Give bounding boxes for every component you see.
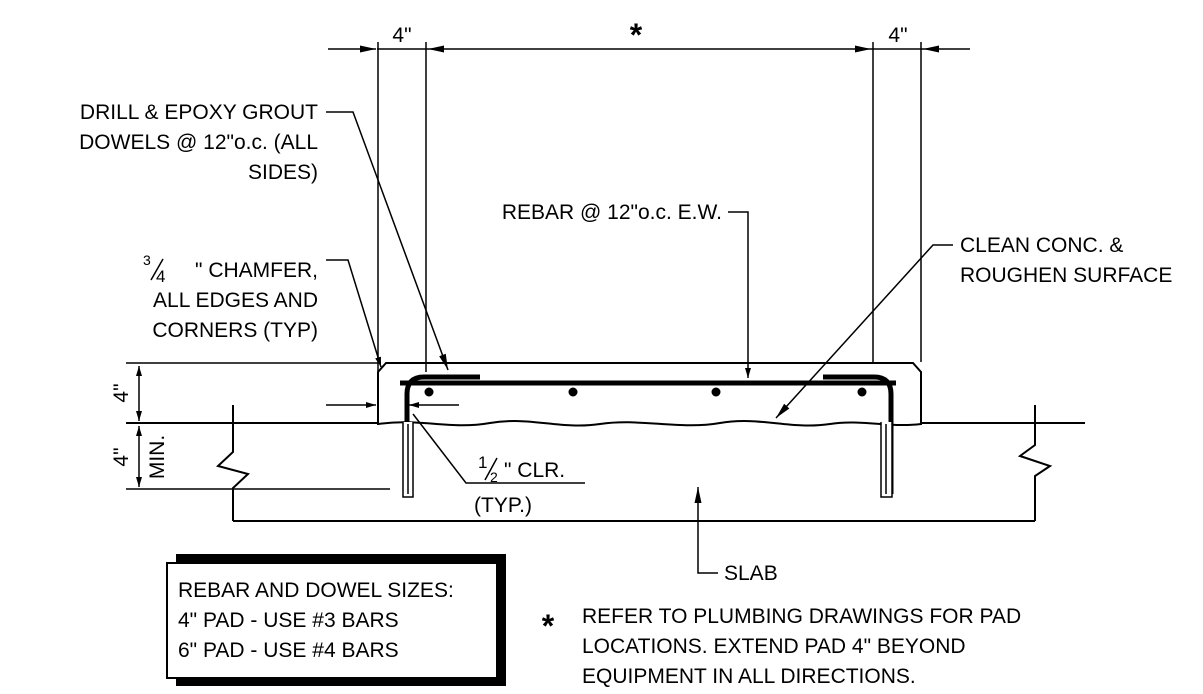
surface-line-1: CLEAN CONC. & — [960, 234, 1123, 257]
dim-slab-min: 4" — [110, 447, 133, 466]
surface-line-2: ROUGHEN SURFACE — [960, 264, 1172, 287]
callout-surface: CLEAN CONC. & ROUGHEN SURFACE — [775, 234, 1172, 419]
clr-frac-num: 1 — [478, 453, 487, 472]
top-dimension: 4" * 4" — [328, 17, 970, 372]
note-line-2: LOCATIONS. EXTEND PAD 4" BEYOND — [582, 635, 966, 658]
concrete-pad — [377, 362, 922, 425]
dim-center-asterisk: * — [630, 17, 643, 53]
callout-chamfer: 3 4 " CHAMFER, ALL EDGES AND CORNERS (TY… — [143, 252, 382, 368]
chamfer-line-1: " CHAMFER, — [195, 259, 318, 282]
dim-left-width: 4" — [392, 24, 411, 47]
vertical-dimensions: 4" 4" MIN. — [110, 362, 390, 490]
general-note: * REFER TO PLUMBING DRAWINGS FOR PAD LOC… — [542, 605, 1021, 688]
sizes-line-3: 6" PAD - USE #4 BARS — [178, 639, 399, 662]
reinforcing — [400, 374, 896, 498]
chamfer-frac-den: 4 — [156, 267, 165, 286]
dim-pad-thickness: 4" — [110, 383, 133, 402]
dowels-line-1: DRILL & EPOXY GROUT — [80, 101, 318, 124]
callout-clearance: 1 2 " CLR. (TYP.) — [326, 402, 585, 517]
note-line-3: EQUIPMENT IN ALL DIRECTIONS. — [582, 665, 916, 688]
clr-frac-den: 2 — [490, 469, 498, 485]
sizes-line-2: 4" PAD - USE #3 BARS — [178, 609, 399, 632]
rebar-label: REBAR @ 12"o.c. E.W. — [502, 201, 722, 224]
bar-sizes-box: REBAR AND DOWEL SIZES: 4" PAD - USE #3 B… — [166, 554, 506, 686]
dowels-line-2: DOWELS @ 12"o.c. (ALL — [79, 131, 318, 154]
slab-label: SLAB — [724, 562, 778, 585]
dim-slab-min-word: MIN. — [146, 435, 169, 479]
chamfer-frac-num: 3 — [143, 252, 151, 268]
callout-slab: SLAB — [694, 487, 778, 585]
callout-dowels: DRILL & EPOXY GROUT DOWELS @ 12"o.c. (AL… — [79, 101, 449, 371]
note-line-1: REFER TO PLUMBING DRAWINGS FOR PAD — [582, 605, 1021, 628]
clr-label: " CLR. — [504, 459, 565, 482]
chamfer-line-2: ALL EDGES AND — [153, 289, 318, 312]
dowels-line-3: SIDES) — [248, 161, 318, 184]
clr-typ: (TYP.) — [474, 494, 532, 517]
sizes-line-1: REBAR AND DOWEL SIZES: — [178, 579, 454, 602]
dim-right-width: 4" — [888, 24, 907, 47]
note-asterisk: * — [542, 608, 555, 644]
slab — [126, 405, 1085, 522]
chamfer-line-3: CORNERS (TYP) — [152, 319, 318, 342]
callout-rebar: REBAR @ 12"o.c. E.W. — [502, 201, 751, 378]
